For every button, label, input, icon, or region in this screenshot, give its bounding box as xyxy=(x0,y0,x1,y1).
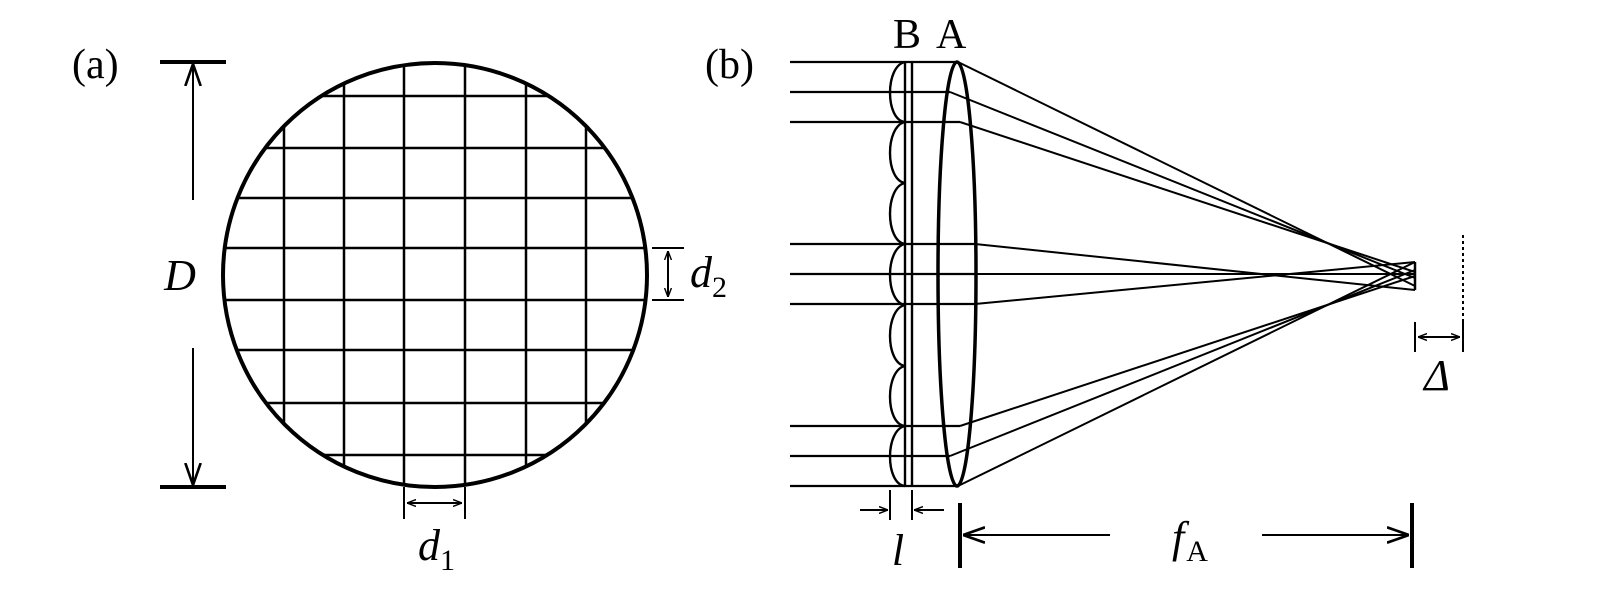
pitch-y-dimension xyxy=(652,247,684,301)
lens-label: A xyxy=(936,12,967,58)
converging-rays xyxy=(949,61,1417,487)
array-label: B xyxy=(893,12,921,58)
lenslet-array xyxy=(888,60,914,488)
diameter-label: D xyxy=(163,251,196,300)
panel-b: (b) B A xyxy=(705,12,1464,575)
focal-label: fA xyxy=(1172,513,1208,568)
pitch-y-label: d2 xyxy=(690,248,727,304)
panel-b-label: (b) xyxy=(705,42,754,88)
spacing-label: l xyxy=(892,526,904,575)
offset-label: Δ xyxy=(1422,351,1450,400)
panel-a: (a) D xyxy=(72,42,727,577)
pitch-x-dimension xyxy=(403,487,466,519)
focal-dimension xyxy=(958,503,1414,568)
aperture-circle xyxy=(221,61,649,489)
incoming-rays xyxy=(790,60,975,488)
panel-a-label: (a) xyxy=(72,42,119,88)
offset-dimension xyxy=(1414,322,1464,352)
spacing-dimension xyxy=(860,490,944,520)
diameter-dimension xyxy=(160,60,226,489)
pitch-x-label: d1 xyxy=(418,521,455,577)
grid-lines xyxy=(223,63,647,487)
